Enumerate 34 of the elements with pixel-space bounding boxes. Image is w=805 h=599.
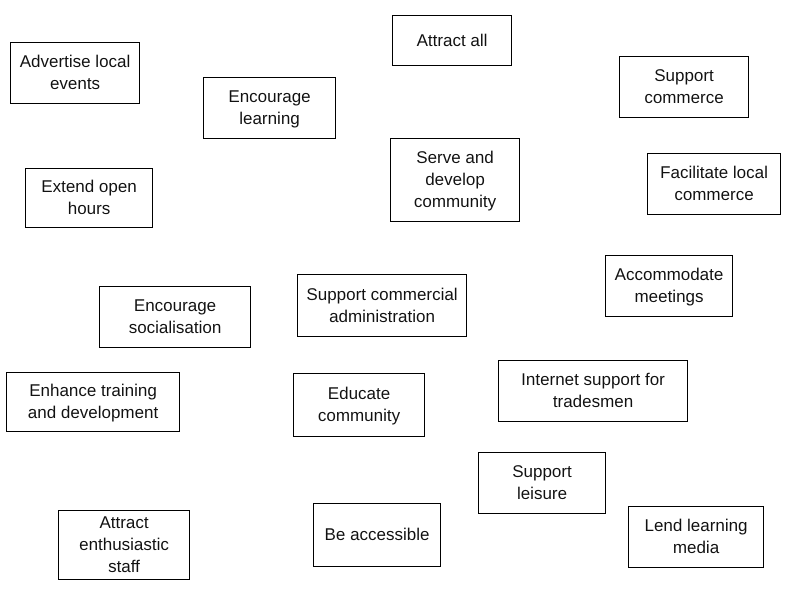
goal-text: Attract enthusiastic staff — [78, 512, 170, 578]
goal-box — [605, 255, 733, 317]
goal-box — [478, 452, 606, 514]
goal-box — [58, 510, 190, 580]
goal-box — [10, 42, 140, 104]
goal-box — [6, 372, 180, 432]
goal-box — [390, 138, 520, 222]
goal-box — [203, 77, 336, 139]
goal-box — [25, 168, 153, 228]
goal-box — [628, 506, 764, 568]
goal-text: Facilitate local commerce — [659, 162, 769, 206]
goal-box — [313, 503, 441, 567]
goal-text: Enhance training and development — [26, 380, 160, 424]
goal-box — [392, 15, 512, 66]
goal-text: Be accessible — [324, 524, 430, 546]
goal-text: Extend open hours — [40, 176, 138, 220]
goal-box — [619, 56, 749, 118]
goal-box — [647, 153, 781, 215]
goal-box — [293, 373, 425, 437]
goal-text: Internet support for tradesmen — [520, 369, 666, 413]
goal-text: Support commerce — [643, 65, 725, 109]
goal-text: Attract all — [416, 30, 488, 52]
goal-box — [498, 360, 688, 422]
goal-text: Support commercial administration — [306, 284, 458, 328]
goal-text: Educate community — [316, 383, 402, 427]
goal-box — [297, 274, 467, 337]
goal-text: Support leisure — [511, 461, 573, 505]
goal-box — [99, 286, 251, 348]
goal-text: Encourage socialisation — [128, 295, 222, 339]
goal-text: Advertise local events — [19, 51, 131, 95]
goal-text: Accommodate meetings — [614, 264, 724, 308]
goal-text: Encourage learning — [227, 86, 312, 130]
goal-text: Serve and develop community — [412, 147, 498, 213]
goal-text: Lend learning media — [643, 515, 749, 559]
